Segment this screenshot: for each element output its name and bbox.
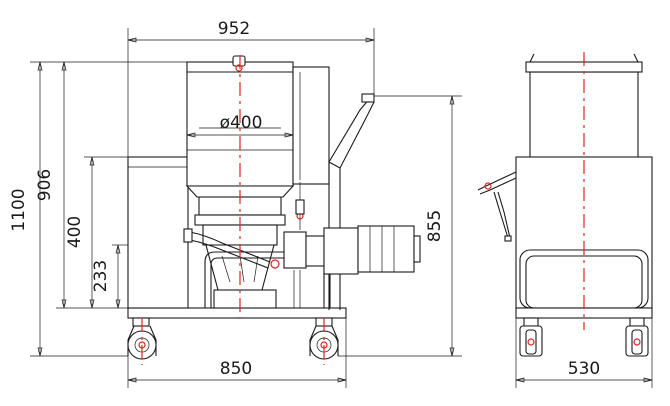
dim-height-906: 906 bbox=[35, 169, 55, 201]
hopper-handle bbox=[232, 55, 246, 72]
base-plate bbox=[127, 307, 347, 319]
front-view bbox=[477, 52, 653, 357]
dimension-lines bbox=[30, 28, 653, 388]
dim-hopper-diameter: ø400 bbox=[220, 113, 263, 133]
frame-box bbox=[127, 156, 189, 309]
dim-height-400: 400 bbox=[65, 216, 85, 248]
dim-height-233: 233 bbox=[91, 260, 111, 292]
front-right-caster bbox=[625, 317, 649, 357]
dim-handle-height: 855 bbox=[425, 210, 445, 242]
front-left-caster bbox=[519, 317, 543, 357]
motor bbox=[270, 182, 421, 308]
front-body bbox=[515, 156, 653, 309]
dim-overall-height: 1100 bbox=[9, 188, 29, 231]
control-panel bbox=[292, 66, 330, 185]
side-view bbox=[127, 55, 421, 365]
push-handle bbox=[328, 93, 375, 310]
dim-wheelbase-width: 530 bbox=[568, 359, 600, 379]
hose-tube bbox=[189, 231, 271, 263]
spray-gun bbox=[477, 171, 517, 242]
dim-wheelbase-length: 850 bbox=[220, 359, 252, 379]
dim-overall-width: 952 bbox=[218, 19, 250, 39]
dimension-labels: 952 ø400 1100 906 400 233 855 850 530 bbox=[9, 19, 600, 379]
